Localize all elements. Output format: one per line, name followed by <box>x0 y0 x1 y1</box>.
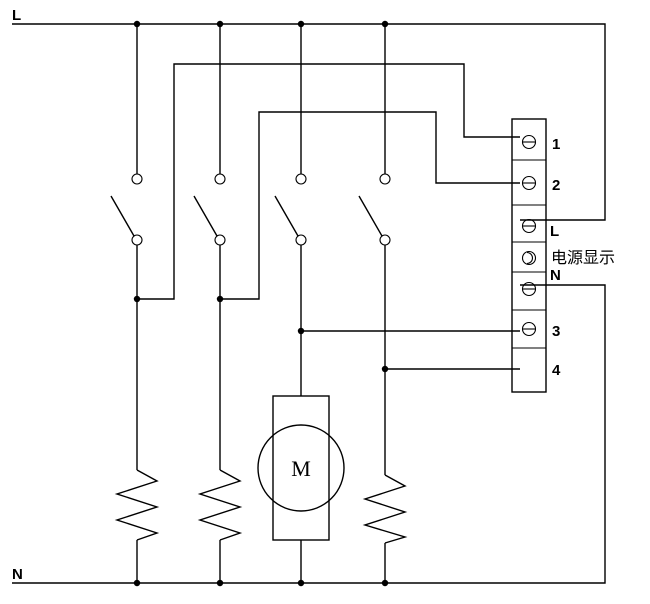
terminal-2-screw-icon <box>521 175 537 191</box>
switch-2-upper-contact <box>214 173 226 185</box>
terminal-n-label: N <box>550 267 561 284</box>
heater-1 <box>114 469 160 541</box>
live-rail <box>12 23 606 221</box>
branch-1 <box>110 24 520 583</box>
switch-4-lower-contact <box>379 234 391 246</box>
switch-2-lower-contact <box>214 234 226 246</box>
branch-2 <box>193 24 520 583</box>
branch-4 <box>358 24 520 583</box>
power-indicator-label: 电源显示 <box>551 248 615 267</box>
switch-3-lower-contact <box>295 234 307 246</box>
terminal-n-screw-icon <box>521 281 537 297</box>
motor: M <box>257 395 345 541</box>
heater-4 <box>362 474 408 544</box>
motor-label: M <box>291 456 311 481</box>
feed-to-terminal-1 <box>137 63 520 300</box>
switch-3-upper-contact <box>295 173 307 185</box>
switch-4-upper-contact <box>379 173 391 185</box>
switch-4-blade <box>358 195 383 237</box>
switch-2-blade <box>193 195 218 237</box>
branch-3: M <box>257 24 520 583</box>
switch-1-blade <box>110 195 135 237</box>
switch-1-lower-contact <box>131 234 143 246</box>
terminal-l-screw-icon <box>521 218 537 234</box>
switch-3-blade <box>274 195 299 237</box>
terminal-3-screw-icon <box>521 321 537 337</box>
junction-dots <box>133 20 389 587</box>
live-rail-label: L <box>12 7 21 24</box>
terminal-1-label: 1 <box>552 136 560 153</box>
terminal-l-label: L <box>550 223 559 240</box>
heater-2 <box>197 469 243 541</box>
power-indicator-lamp-icon <box>521 250 537 266</box>
switch-1-upper-contact <box>131 173 143 185</box>
terminal-3-label: 3 <box>552 323 560 340</box>
terminal-4-label: 4 <box>552 362 561 379</box>
neutral-rail <box>12 284 606 584</box>
feed-to-terminal-2 <box>220 111 520 300</box>
terminal-1-screw-icon <box>521 134 537 150</box>
terminal-2-label: 2 <box>552 177 560 194</box>
neutral-rail-label: N <box>12 566 23 583</box>
terminal-block: 1 2 L 电源显示 N 3 4 <box>511 118 615 393</box>
